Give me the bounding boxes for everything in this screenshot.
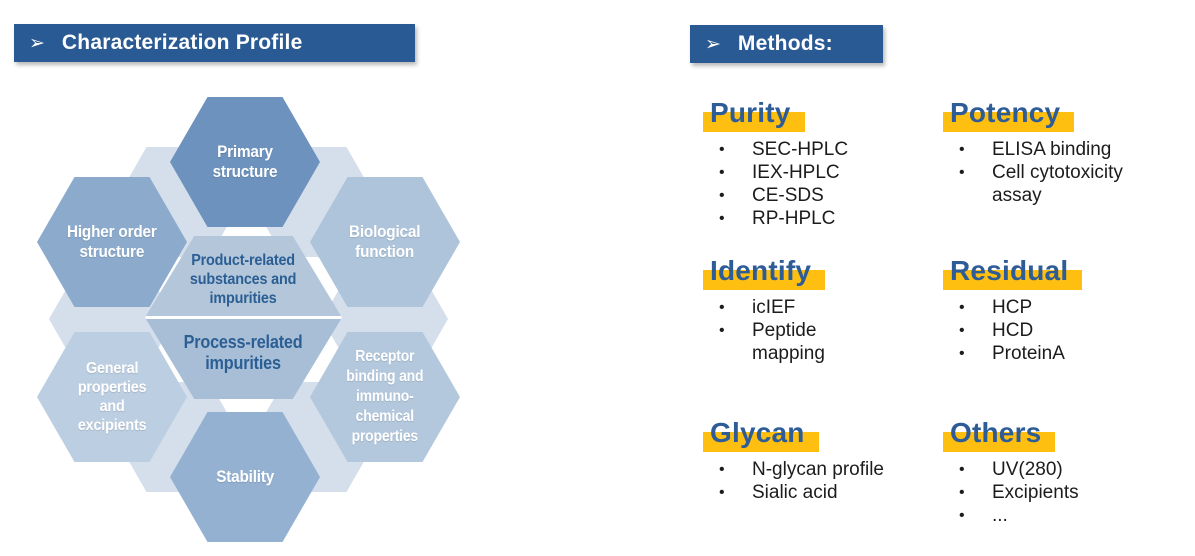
bullet-icon: • — [959, 322, 965, 339]
list-item: • RP-HPLC — [710, 207, 948, 230]
list-item: • Sialic acid — [710, 481, 948, 504]
methods-section-identify: Identify • icIEF • Peptide mapping — [703, 255, 948, 365]
list-item: • ELISA binding — [950, 138, 1188, 161]
hexagon-label: Primary structure — [212, 141, 278, 181]
section-list: • SEC-HPLC • IEX-HPLC • CE-SDS • RP-HPLC — [710, 138, 948, 230]
characterization-title: Characterization Profile — [61, 31, 303, 54]
list-item: • N-glycan profile — [710, 458, 948, 481]
list-item: • Excipients — [950, 481, 1188, 504]
gold-highlight-bar — [703, 270, 826, 290]
section-title: Glycan — [710, 417, 805, 448]
methods-section-potency: Potency • ELISA binding • Cell cytotoxic… — [943, 97, 1188, 207]
methods-section-purity: Purity • SEC-HPLC • IEX-HPLC • CE-SDS • … — [703, 97, 948, 230]
hexagon-label: General properties and excipients — [77, 359, 147, 435]
bullet-icon: • — [719, 164, 725, 181]
methods-title-bar: ➢ Methods: — [690, 25, 883, 63]
list-item: • HCP — [950, 296, 1188, 319]
hexagon-label: Receptor binding and immuno- chemical pr… — [346, 348, 424, 445]
gold-highlight-bar — [943, 112, 1075, 132]
section-title: Purity — [710, 97, 791, 128]
section-header: Purity — [703, 97, 805, 132]
list-item: • icIEF — [710, 296, 948, 319]
bullet-icon: • — [959, 299, 965, 316]
hexagon-label: Higher order structure — [67, 221, 157, 261]
list-item: • Cell cytotoxicity assay — [950, 161, 1188, 207]
bullet-icon: • — [719, 484, 725, 501]
list-item: • CE-SDS — [710, 184, 948, 207]
arrow-bullet-icon: ➢ — [29, 32, 45, 54]
characterization-hexagon-diagram: Primary structure Higher order structure… — [0, 0, 500, 556]
methods-title: Methods: — [737, 32, 833, 55]
bullet-icon: • — [719, 299, 725, 316]
bullet-icon: • — [719, 141, 725, 158]
characterization-title-bar: ➢ Characterization Profile — [14, 24, 415, 62]
bullet-icon: • — [959, 164, 965, 181]
bullet-icon: • — [959, 141, 965, 158]
section-header: Potency — [943, 97, 1075, 132]
list-item: • HCD — [950, 319, 1188, 342]
bullet-icon: • — [959, 461, 965, 478]
bullet-icon: • — [959, 507, 965, 524]
section-header: Others — [943, 417, 1056, 452]
methods-section-others: Others • UV(280) • Excipients • ... — [943, 417, 1188, 527]
hexagon-label: Biological function — [349, 221, 421, 261]
methods-section-residual: Residual • HCP • HCD • ProteinA — [943, 255, 1188, 365]
section-title: Others — [950, 417, 1042, 448]
section-title: Potency — [950, 97, 1061, 128]
gold-highlight-bar — [943, 270, 1083, 290]
list-item: • ProteinA — [950, 342, 1188, 365]
hexagon-label: Process-related impurities — [184, 331, 303, 374]
section-header: Identify — [703, 255, 826, 290]
section-list: • ELISA binding • Cell cytotoxicity assa… — [950, 138, 1188, 207]
list-item: • SEC-HPLC — [710, 138, 948, 161]
bullet-icon: • — [959, 345, 965, 362]
hexagon-label: Product-related substances and impuritie… — [190, 251, 297, 308]
section-header: Glycan — [703, 417, 819, 452]
bullet-icon: • — [719, 461, 725, 478]
bullet-icon: • — [959, 484, 965, 501]
bullet-icon: • — [719, 322, 725, 339]
bullet-icon: • — [719, 210, 725, 227]
section-list: • UV(280) • Excipients • ... — [950, 458, 1188, 527]
gold-highlight-bar — [703, 112, 805, 132]
list-item: • ... — [950, 504, 1188, 527]
section-list: • N-glycan profile • Sialic acid — [710, 458, 948, 504]
hexagon-divider-line — [145, 315, 342, 319]
gold-highlight-bar — [703, 432, 819, 452]
methods-section-glycan: Glycan • N-glycan profile • Sialic acid — [703, 417, 948, 504]
section-header: Residual — [943, 255, 1083, 290]
list-item: • IEX-HPLC — [710, 161, 948, 184]
section-list: • HCP • HCD • ProteinA — [950, 296, 1188, 365]
section-list: • icIEF • Peptide mapping — [710, 296, 948, 365]
hexagon-label: Stability — [216, 466, 274, 486]
section-title: Residual — [950, 255, 1069, 286]
gold-highlight-bar — [943, 432, 1056, 452]
arrow-bullet-icon: ➢ — [705, 33, 721, 55]
list-item: • UV(280) — [950, 458, 1188, 481]
list-item: • Peptide mapping — [710, 319, 948, 365]
bullet-icon: • — [719, 187, 725, 204]
section-title: Identify — [710, 255, 812, 286]
